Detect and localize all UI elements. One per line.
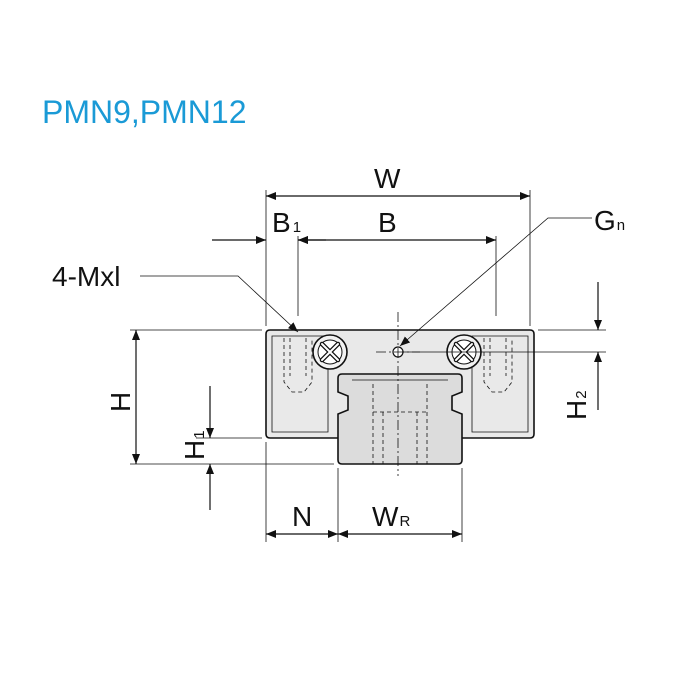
leader-mounting	[140, 275, 299, 333]
label-B: B	[378, 207, 397, 238]
label-H: H	[105, 392, 136, 412]
mounting-hole-right	[483, 338, 513, 393]
label-mounting-screw: 4-Mxl	[52, 261, 120, 292]
label-Gn: Gn	[594, 205, 625, 236]
leader-grease-nipple	[399, 217, 592, 347]
label-H2: H2	[561, 390, 592, 420]
label-H1: H1	[179, 430, 210, 460]
guide-rail	[337, 373, 463, 465]
diagram-title: PMN9,PMN12	[42, 94, 247, 130]
label-W: W	[374, 163, 401, 194]
extension-lines	[130, 190, 606, 542]
label-WR: WR	[372, 501, 410, 532]
mounting-hole-left	[283, 338, 313, 393]
label-N: N	[292, 501, 312, 532]
screw-left-icon	[312, 334, 348, 370]
